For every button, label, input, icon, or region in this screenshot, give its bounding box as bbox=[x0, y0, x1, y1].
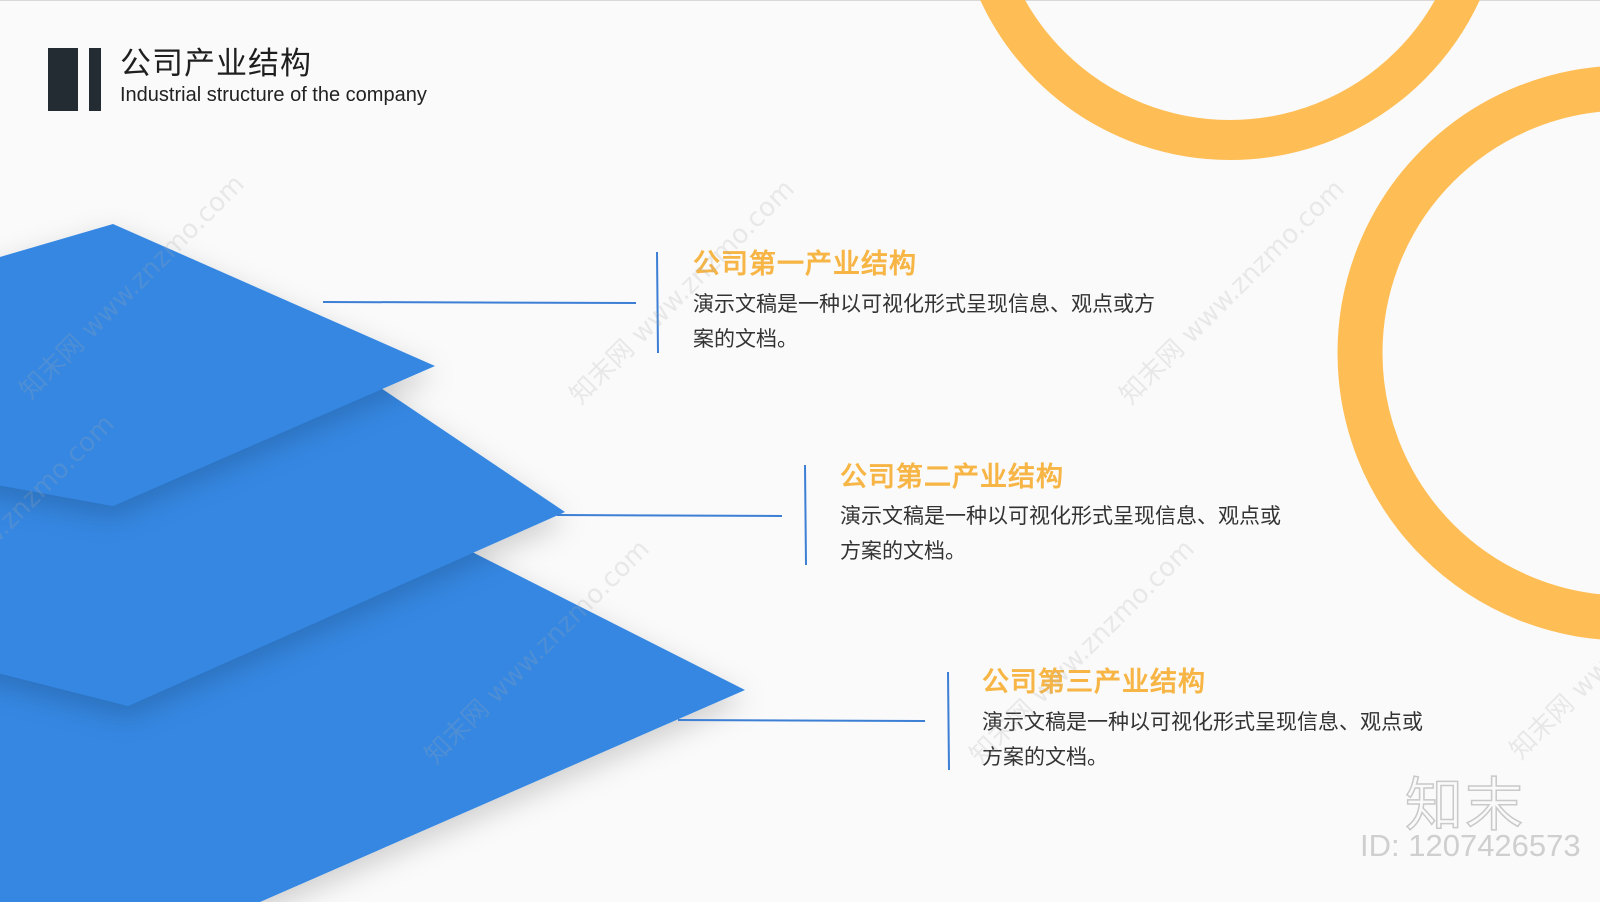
connector-line-3 bbox=[677, 719, 926, 722]
connector-bar-3 bbox=[947, 671, 950, 771]
item-desc-1: 演示文稿是一种以可视化形式呈现信息、观点或方案的文档。 bbox=[693, 292, 1155, 351]
orange-ring-top bbox=[980, 0, 1480, 160]
connector-bar-2 bbox=[804, 464, 807, 566]
item-desc-2: 演示文稿是一种以可视化形式呈现信息、观点或方案的文档。 bbox=[840, 504, 1281, 563]
top-border bbox=[0, 0, 1600, 1]
page-subtitle: Industrial structure of the company bbox=[120, 84, 427, 106]
connector-bar-1 bbox=[656, 251, 659, 354]
watermark-id: ID: 1207426573 bbox=[1360, 828, 1581, 863]
pyramid-layer-1 bbox=[0, 224, 435, 506]
item-title-2: 公司第二产业结构 bbox=[840, 462, 1064, 493]
item-title-1: 公司第一产业结构 bbox=[693, 249, 917, 280]
connector-line-2 bbox=[556, 514, 783, 517]
watermark-logo: 知末 bbox=[1404, 770, 1526, 840]
connector-line-1 bbox=[322, 301, 637, 304]
title-bar-thin bbox=[89, 48, 101, 111]
item-desc-3: 演示文稿是一种以可视化形式呈现信息、观点或方案的文档。 bbox=[982, 710, 1423, 769]
orange-ring-right bbox=[1337, 66, 1600, 640]
title-bar-thick bbox=[48, 48, 78, 111]
item-title-3: 公司第三产业结构 bbox=[982, 667, 1206, 698]
page-title: 公司产业结构 bbox=[120, 46, 312, 82]
